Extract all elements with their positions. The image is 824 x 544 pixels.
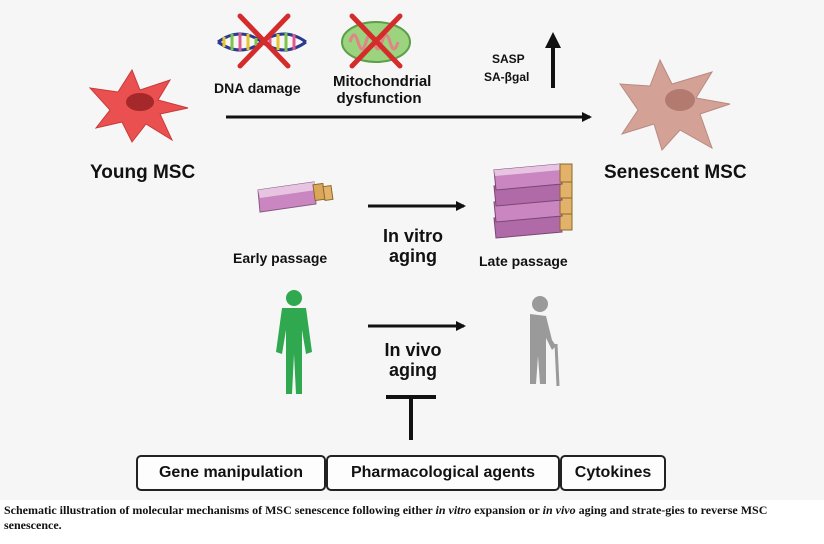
inhibition-symbol <box>386 395 436 440</box>
mitochondrion-cross-icon <box>349 13 403 69</box>
in-vivo-line2: aging <box>389 360 437 380</box>
sa-bgal-label: SA-βgal <box>484 70 530 84</box>
young-msc-label: Young MSC <box>90 162 196 183</box>
early-passage-flask-icon <box>257 181 334 213</box>
caption-part1: Schematic illustration of molecular mech… <box>4 503 436 517</box>
caption-part2: expansion or <box>471 503 543 517</box>
sasp-label: SASP <box>492 52 525 66</box>
in-vivo-aging-label: In vivo aging <box>366 340 460 380</box>
elderly-person-icon <box>530 296 560 387</box>
in-vitro-aging-label: In vitro aging <box>366 226 460 266</box>
young-person-icon <box>276 290 312 394</box>
caption-em1: in vitro <box>435 503 472 517</box>
senescent-msc-cell-icon <box>618 58 731 151</box>
figure-caption: Schematic illustration of molecular mech… <box>4 503 824 533</box>
early-passage-label: Early passage <box>233 250 328 266</box>
diagram-art <box>88 13 731 440</box>
mitochondrial-dysfunction-label: Mitochondrial dysfunction <box>333 73 432 107</box>
strategy-box-gene-manipulation: Gene manipulation <box>136 455 326 491</box>
figure-panel: Young MSC Senescent MSC DNA damage Mitoc… <box>88 13 747 491</box>
late-passage-flasks-icon <box>493 163 573 239</box>
caption-em2: in vivo <box>542 503 576 517</box>
in-vivo-line1: In vivo <box>384 340 442 360</box>
in-vitro-line2: aging <box>389 246 437 266</box>
caption-part3: aging and strate-gies to reverse MSC sen… <box>4 503 768 532</box>
strategy-box-cytokines: Cytokines <box>560 455 666 491</box>
young-msc-cell-icon <box>88 68 189 143</box>
increase-arrow-icon <box>545 32 561 88</box>
late-passage-label: Late passage <box>479 253 568 269</box>
senescent-msc-label: Senescent MSC <box>604 162 747 183</box>
in-vitro-line1: In vitro <box>382 226 443 246</box>
strategy-box-pharmacological-agents: Pharmacological agents <box>326 455 560 491</box>
mito-label-line1: Mitochondrial <box>333 73 432 90</box>
dna-cross-icon <box>237 13 291 69</box>
dna-damage-label: DNA damage <box>214 80 301 96</box>
mito-label-line2: dysfunction <box>336 90 422 107</box>
